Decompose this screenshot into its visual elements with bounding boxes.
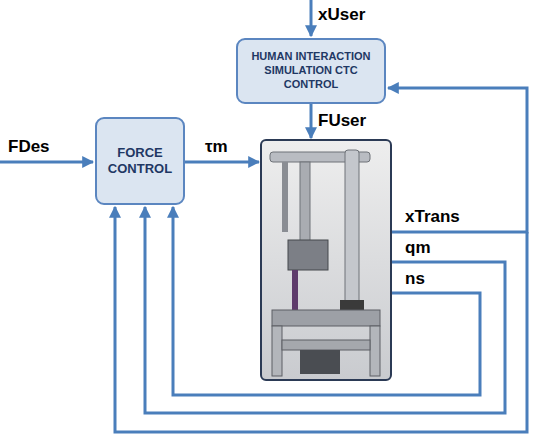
process-box: HUMAN INTERACTION SIMULATION CTC CONTROL (236, 38, 386, 104)
photo-frame (261, 140, 391, 380)
cross-bar (282, 340, 370, 350)
leg (370, 326, 380, 376)
right-post (345, 150, 359, 310)
signal-name: τm (205, 138, 228, 157)
input-wire (0, 161, 93, 164)
motor (300, 350, 340, 374)
signal-name: xUser (318, 6, 365, 25)
sensor (292, 270, 298, 310)
process-box: FORCE CONTROL (95, 117, 185, 205)
box-label: FORCE CONTROL (103, 145, 177, 178)
leg (272, 326, 282, 376)
signal-name: xTrans (405, 208, 460, 227)
rod (282, 162, 288, 232)
feedback-wire (115, 207, 527, 432)
box-label: HUMAN INTERACTION SIMULATION CTC CONTROL (244, 50, 378, 91)
joint-block (288, 240, 328, 270)
signal-name: FDes (8, 138, 50, 157)
feedback-wire (388, 88, 527, 232)
torque-wire (185, 161, 259, 164)
signal-name: qm (405, 239, 431, 258)
force-wire (310, 104, 313, 138)
input-wire (310, 0, 313, 36)
signal-name: FUser (318, 112, 366, 131)
device-photo (261, 140, 391, 380)
base-plate (272, 310, 380, 326)
signal-name: ns (405, 270, 425, 289)
link (300, 162, 310, 242)
